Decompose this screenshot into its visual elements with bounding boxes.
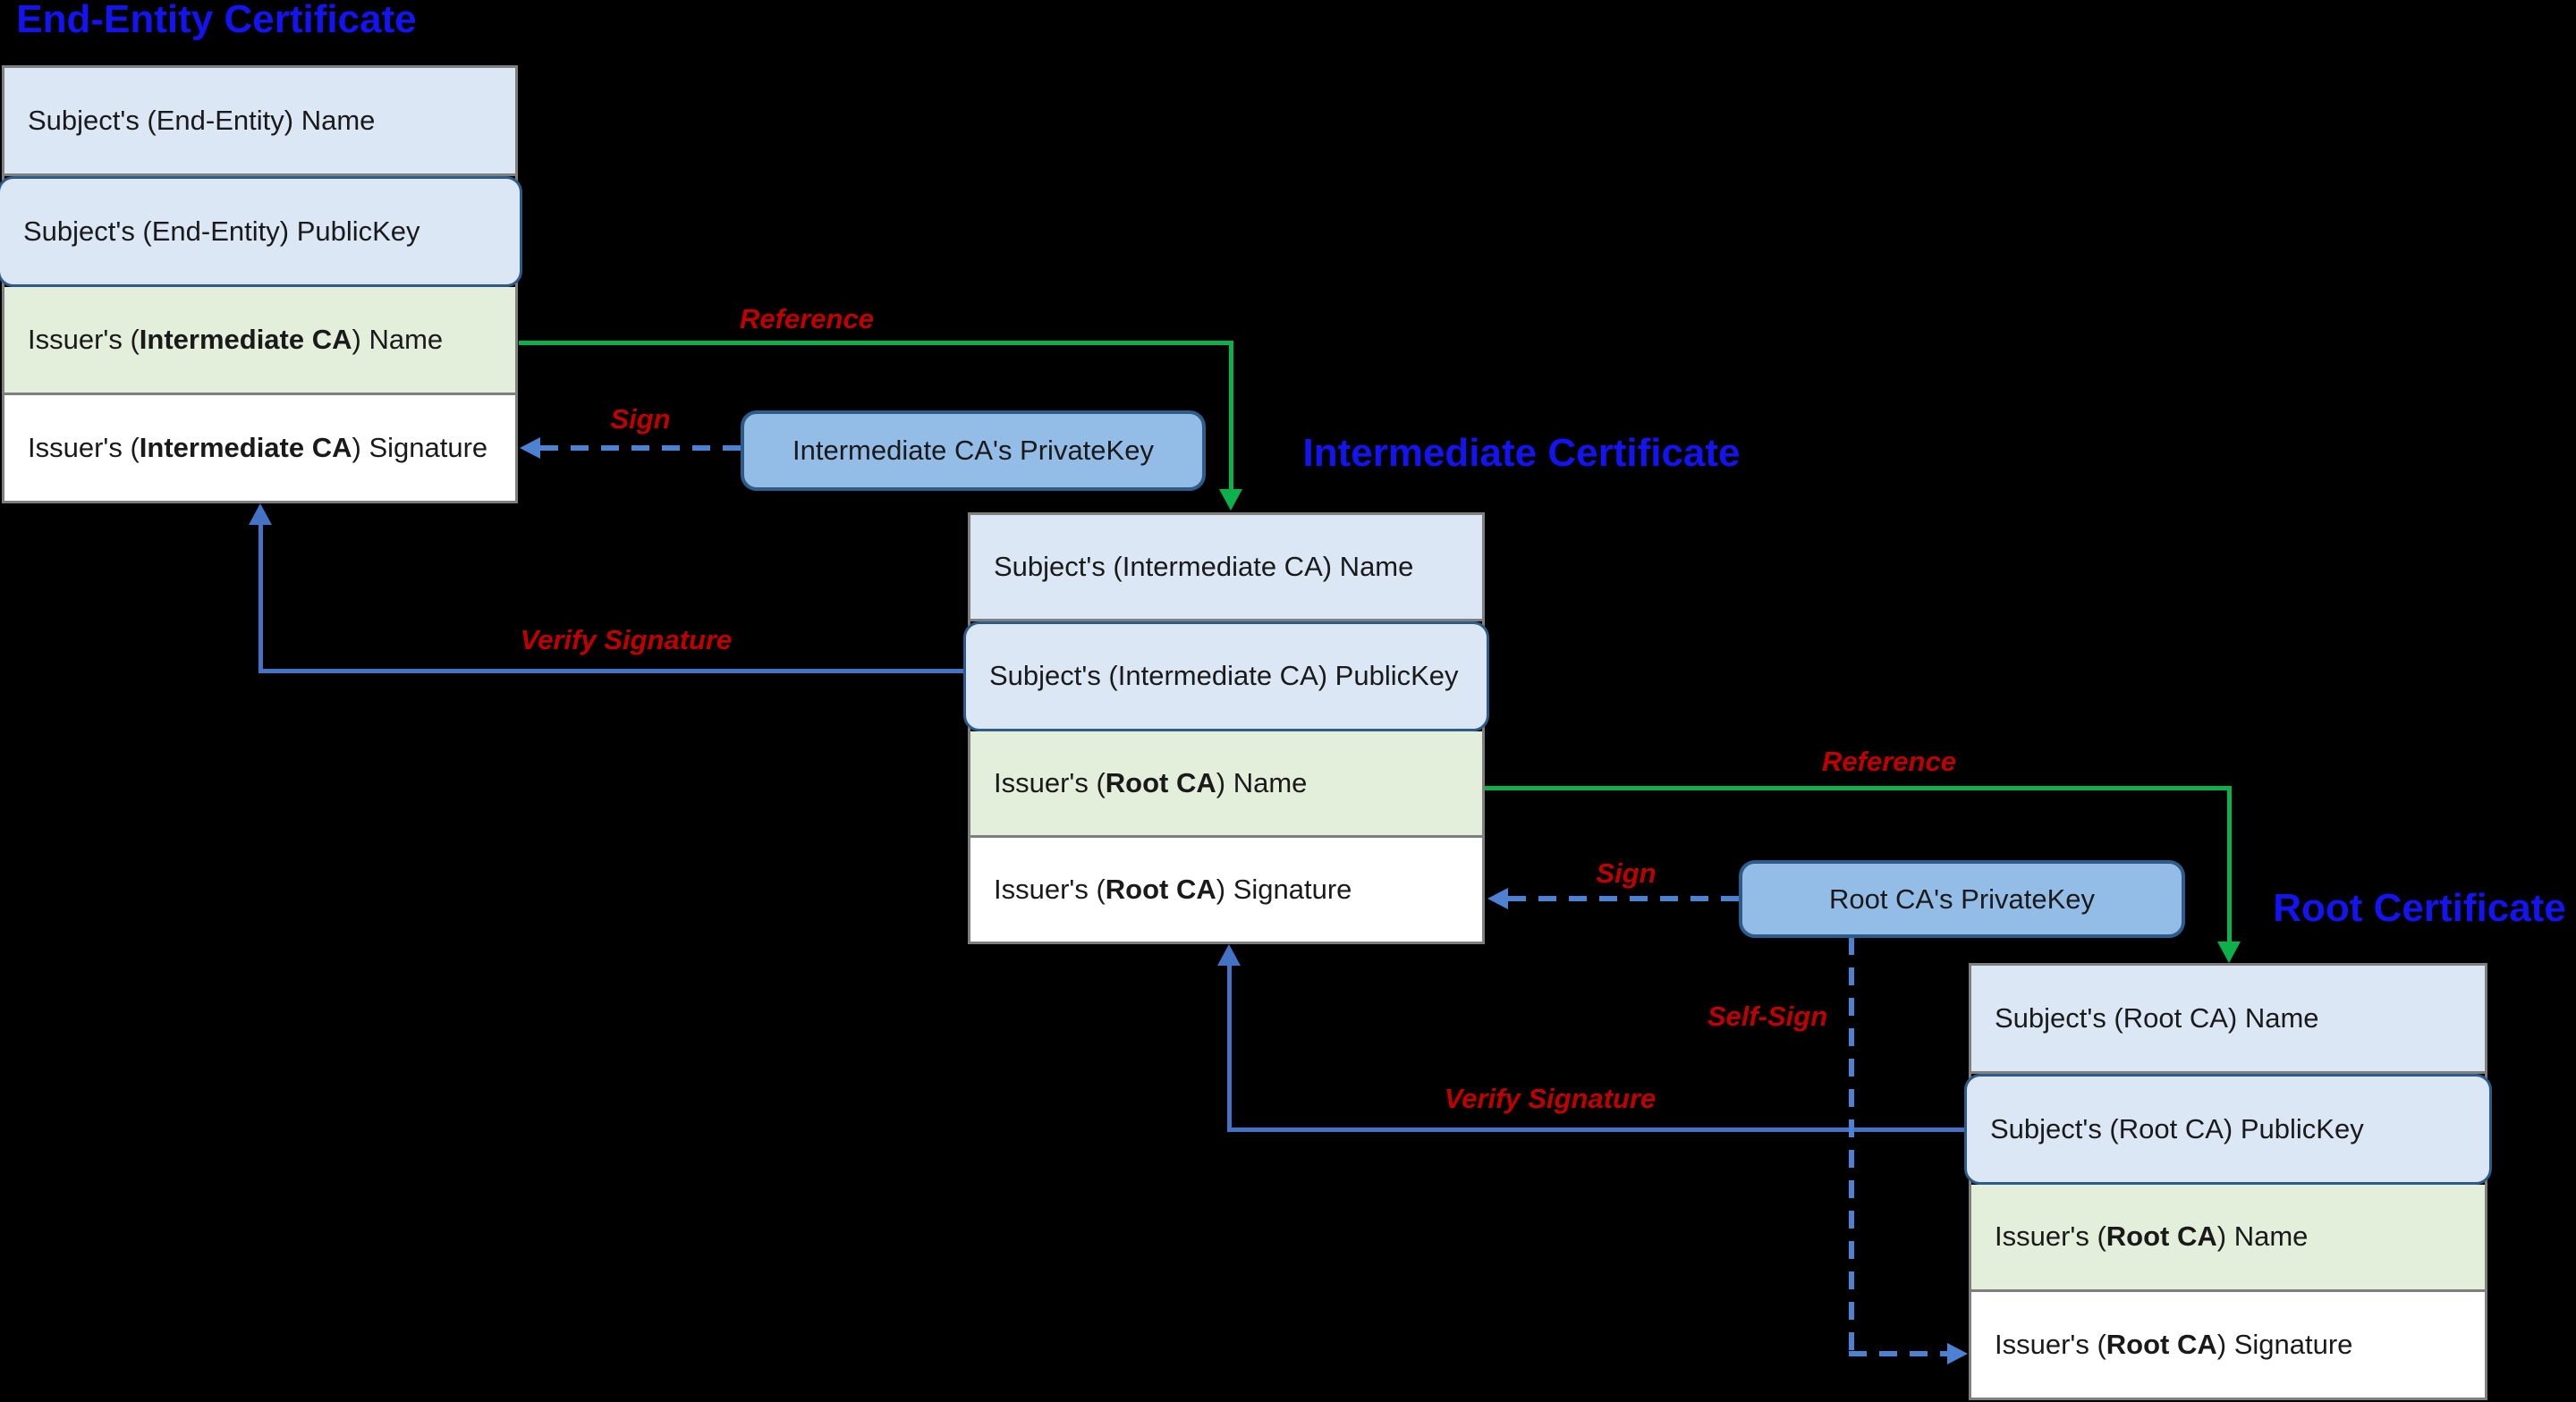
end-entity-certificate-box: Subject's (End-Entity) Name Subject's (E… [0, 65, 522, 503]
row-text: Issuer's (Intermediate CA) Signature [28, 432, 488, 463]
intermediate-subject-publickey-row: Subject's (Intermediate CA) PublicKey [963, 621, 1489, 731]
intermediate-ca-privatekey-box: Intermediate CA's PrivateKey [741, 410, 1206, 491]
row-text: Subject's (End-Entity) PublicKey [23, 215, 420, 247]
row-text: Subject's (Intermediate CA) PublicKey [989, 660, 1459, 692]
root-issuer-signature-row: Issuer's (Root CA) Signature [1971, 1292, 2485, 1398]
root-certificate-box: Subject's (Root CA) Name Subject's (Root… [1964, 963, 2492, 1400]
intermediate-issuer-name-row: Issuer's (Root CA) Name [970, 731, 1482, 838]
verify2-arrow-horizontal [1227, 1128, 1969, 1132]
intermediate-issuer-signature-row: Issuer's (Root CA) Signature [970, 837, 1482, 942]
verify1-arrowhead-up-icon [249, 503, 272, 525]
root-ca-privatekey-box: Root CA's PrivateKey [1739, 860, 2185, 938]
reference2-arrow-horizontal [1485, 786, 2232, 790]
row-text: Issuer's (Root CA) Name [1995, 1220, 2309, 1253]
verify1-arrow-vertical [258, 524, 263, 673]
end-entity-certificate-title: End-Entity Certificate [16, 0, 417, 41]
root-issuer-name-row: Issuer's (Root CA) Name [1971, 1184, 2485, 1293]
reference1-arrow-horizontal [519, 341, 1233, 345]
verify2-arrowhead-up-icon [1217, 944, 1241, 966]
sign2-arrow-dashed [1508, 896, 1739, 901]
row-text: Issuer's (Intermediate CA) Name [28, 324, 444, 355]
row-text: Issuer's (Root CA) Name [994, 766, 1308, 798]
verify1-label: Verify Signature [520, 624, 733, 655]
verify1-arrow-horizontal [258, 669, 968, 673]
row-text: Subject's (Intermediate CA) Name [994, 551, 1414, 583]
row-text: Issuer's (Root CA) Signature [994, 873, 1352, 905]
self-sign-label: Self-Sign [1707, 1001, 1828, 1032]
sign1-arrowhead-left-icon [520, 437, 540, 459]
verify2-label: Verify Signature [1444, 1083, 1657, 1114]
reference2-arrow-vertical [2227, 786, 2232, 943]
intermediate-certificate-box: Subject's (Intermediate CA) Name Subject… [963, 512, 1489, 944]
intermediate-certificate-title: Intermediate Certificate [1302, 431, 1741, 475]
row-text: Subject's (Root CA) PublicKey [1990, 1112, 2364, 1144]
root-subject-name-row: Subject's (Root CA) Name [1971, 966, 2485, 1074]
self-sign-arrow-vertical-dashed [1849, 937, 1854, 1354]
row-text: Subject's (Root CA) Name [1995, 1001, 2319, 1034]
self-sign-arrow-horizontal-dashed [1849, 1351, 1949, 1356]
reference2-arrowhead-down-icon [2217, 942, 2241, 963]
sign1-label: Sign [610, 403, 671, 435]
sign2-arrowhead-left-icon [1487, 888, 1508, 909]
sign1-arrow-dashed [540, 445, 741, 451]
row-text: Subject's (End-Entity) Name [28, 105, 376, 136]
root-subject-publickey-row: Subject's (Root CA) PublicKey [1964, 1073, 2492, 1185]
verify2-arrow-vertical [1227, 965, 1232, 1132]
reference2-label: Reference [1822, 746, 1956, 777]
end-entity-subject-name-row: Subject's (End-Entity) Name [4, 68, 515, 176]
self-sign-arrowhead-right-icon [1947, 1343, 1968, 1364]
end-entity-issuer-name-row: Issuer's (Intermediate CA) Name [4, 287, 515, 395]
reference1-arrow-vertical [1229, 341, 1233, 491]
root-certificate-title: Root Certificate [2273, 886, 2566, 930]
reference1-arrowhead-down-icon [1219, 489, 1242, 511]
reference1-label: Reference [740, 303, 874, 334]
end-entity-subject-publickey-row: Subject's (End-Entity) PublicKey [0, 176, 522, 287]
end-entity-issuer-signature-row: Issuer's (Intermediate CA) Signature [4, 395, 515, 501]
intermediate-subject-name-row: Subject's (Intermediate CA) Name [970, 515, 1482, 622]
row-text: Issuer's (Root CA) Signature [1995, 1329, 2353, 1361]
sign2-label: Sign [1596, 857, 1657, 889]
